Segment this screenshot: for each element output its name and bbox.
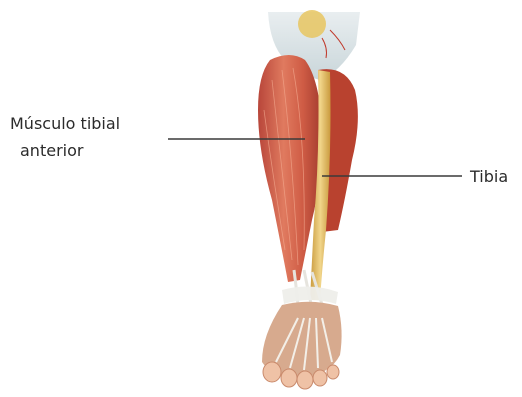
muscle-label-line2: anterior bbox=[20, 139, 83, 163]
toe bbox=[327, 365, 339, 379]
toe bbox=[263, 362, 281, 382]
patella bbox=[298, 10, 326, 38]
toe bbox=[313, 370, 327, 386]
toe bbox=[281, 369, 297, 387]
muscle-label-line1: Músculo tibial bbox=[10, 112, 120, 136]
tibia-label: Tibia bbox=[470, 165, 508, 189]
tibialis-anterior-muscle bbox=[258, 55, 322, 282]
toe bbox=[297, 371, 313, 389]
